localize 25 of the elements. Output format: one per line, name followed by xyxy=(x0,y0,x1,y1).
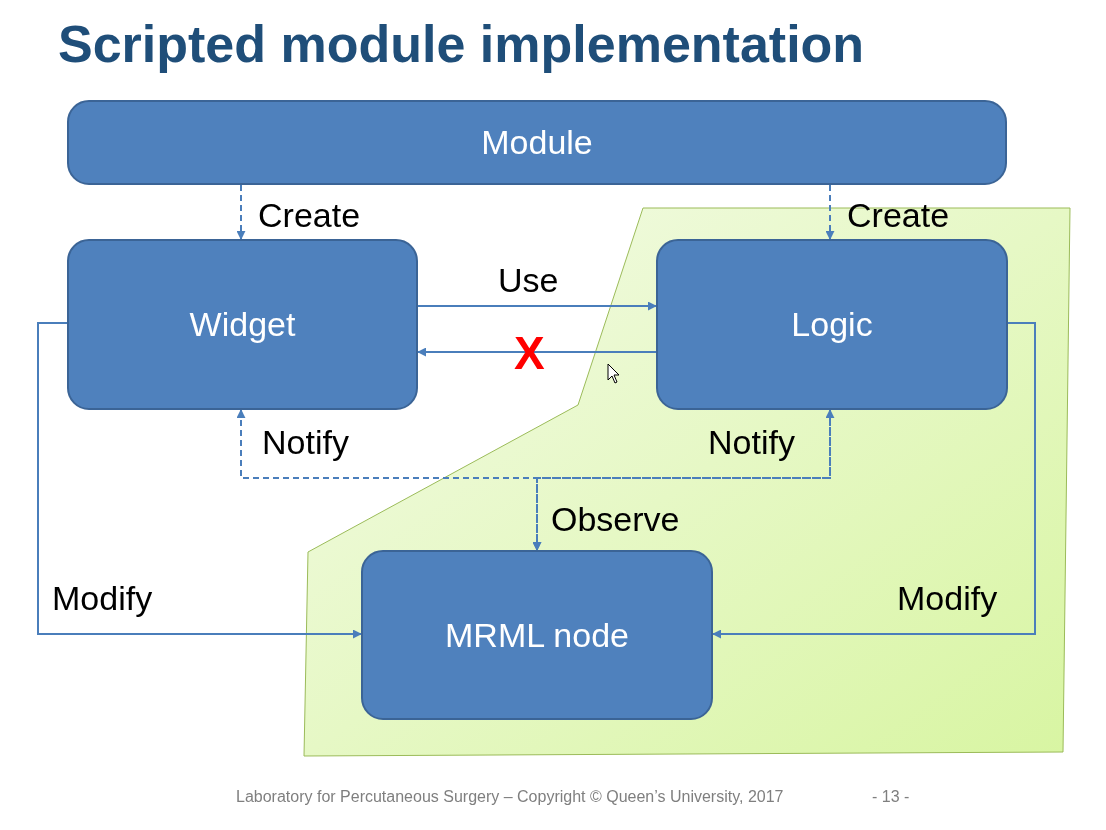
edge-label: Notify xyxy=(262,425,349,459)
edge-label: Observe xyxy=(551,502,680,536)
node-label: Logic xyxy=(791,305,873,344)
page-number: - 13 - xyxy=(872,789,910,805)
arrow xyxy=(825,184,835,240)
node-label: MRML node xyxy=(445,615,629,655)
arrow xyxy=(417,347,657,357)
node-label: Module xyxy=(481,123,593,162)
edge-label: Create xyxy=(258,198,361,232)
node-label: Widget xyxy=(189,305,296,344)
edge-label: Use xyxy=(498,263,559,297)
edge-label: Notify xyxy=(708,425,795,459)
process-box xyxy=(67,100,1007,185)
edge-label: Modify xyxy=(52,581,153,615)
process-box xyxy=(361,550,713,720)
edge-label: Create xyxy=(847,198,950,232)
edge-label: Modify xyxy=(897,581,998,615)
footer-text: Laboratory for Percutaneous Surgery – Copyright © Queen’s University, 2017 xyxy=(236,789,784,805)
process-box xyxy=(656,239,1008,410)
arrow xyxy=(712,322,1036,639)
arrow xyxy=(236,184,246,240)
slide-title: Scripted module implementation xyxy=(58,14,865,74)
process-box xyxy=(67,239,418,410)
arrow xyxy=(417,301,657,311)
arrow xyxy=(37,322,362,639)
